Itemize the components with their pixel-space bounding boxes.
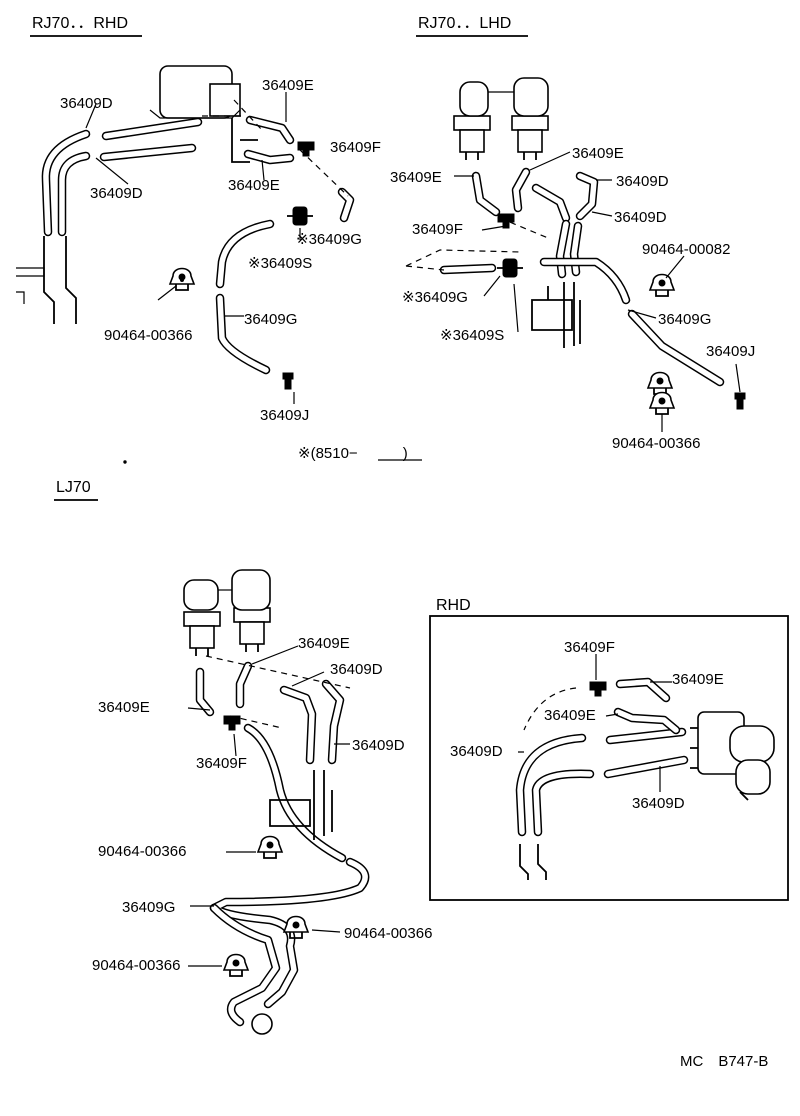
rj70-lhd-drawing <box>405 77 746 432</box>
rhd-inset-frame <box>429 615 789 901</box>
rj70-lhd-label-3: 36409D <box>616 173 669 190</box>
rj70-lhd-label-2: 36409E <box>390 169 442 186</box>
diagram-code: MC B747-B <box>680 1053 768 1070</box>
section-title-rhd: RHD <box>436 597 471 614</box>
rj70-rhd-label-6: ※36409G <box>296 231 362 248</box>
rj70-rhd-drawing <box>16 65 355 404</box>
rj70-rhd-label-1: 36409D <box>60 95 113 112</box>
rhd-inset-drawing <box>515 654 775 880</box>
rhd-label-2: 36409E <box>672 671 724 688</box>
section-title-lj70: LJ70 <box>56 479 91 496</box>
rhd-label-4: 36409D <box>450 743 503 760</box>
rj70-rhd-label-10: 36409J <box>260 407 309 424</box>
rj70-rhd-label-8: 90464-00366 <box>104 327 192 344</box>
lj70-label-6: 90464-00366 <box>98 843 186 860</box>
rj70-lhd-label-8: ※36409S <box>440 327 504 344</box>
separator-dot <box>123 460 127 464</box>
rhd-label-5: 36409D <box>632 795 685 812</box>
lj70-label-7: 36409G <box>122 899 175 916</box>
lj70-label-5: 36409F <box>196 755 247 772</box>
rj70-rhd-label-9: 36409G <box>244 311 297 328</box>
rj70-rhd-label-3: 36409F <box>330 139 381 156</box>
rj70-lhd-label-7: ※36409G <box>402 289 468 306</box>
section-title-rj70-lhd: RJ70．．LHD <box>418 15 511 32</box>
lj70-label-4: 36409D <box>352 737 405 754</box>
lj70-label-2: 36409D <box>330 661 383 678</box>
section-title-rj70-rhd: RJ70．．RHD <box>32 15 128 32</box>
lj70-label-1: 36409E <box>298 635 350 652</box>
rj70-lhd-label-11: 90464-00366 <box>612 435 700 452</box>
rj70-rhd-label-4: 36409D <box>90 185 143 202</box>
rhd-label-3: 36409E <box>544 707 596 724</box>
rj70-lhd-label-5: 36409F <box>412 221 463 238</box>
rj70-lhd-label-1: 36409E <box>572 145 624 162</box>
rj70-lhd-label-6: 90464-00082 <box>642 241 730 258</box>
rhd-label-1: 36409F <box>564 639 615 656</box>
rj70-rhd-label-5: 36409E <box>228 177 280 194</box>
rj70-lhd-label-10: 36409J <box>706 343 755 360</box>
rj70-rhd-label-7: ※36409S <box>248 255 312 272</box>
rj70-lhd-label-9: 36409G <box>658 311 711 328</box>
lj70-label-3: 36409E <box>98 699 150 716</box>
lj70-label-9: 90464-00366 <box>92 957 180 974</box>
lj70-drawing <box>183 569 370 1035</box>
lj70-label-8: 90464-00366 <box>344 925 432 942</box>
rj70-rhd-label-2: 36409E <box>262 77 314 94</box>
rj70-lhd-label-4: 36409D <box>614 209 667 226</box>
serial-footnote: ※(8510− ) <box>298 445 408 462</box>
